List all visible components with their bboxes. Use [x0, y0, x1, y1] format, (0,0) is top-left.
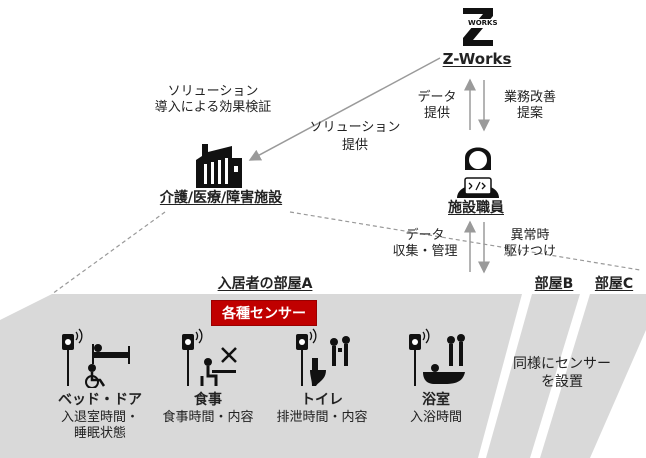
facility-label: 介護/医療/障害施設 — [159, 190, 283, 206]
other-rooms-note-line2: を設置 — [541, 373, 583, 390]
label-data-collect-line1: データ — [405, 228, 445, 243]
toilet-detail-line1: 排泄時間・内容 — [276, 410, 368, 425]
label-data-collect-line2: 収集・管理 — [392, 244, 458, 260]
logo-text: WORKS — [467, 19, 499, 28]
category-title-bath: 浴室 — [422, 392, 450, 408]
staff-label: 施設職員 — [448, 200, 504, 216]
category-detail-bed-door: 入退室時間・ 睡眠状態 — [61, 410, 139, 443]
category-detail-toilet: 排泄時間・内容 — [276, 410, 367, 426]
company-name: Z-Works — [442, 50, 512, 68]
bath-sensor-icon — [409, 328, 465, 386]
dashed-line-left — [51, 211, 166, 295]
label-provide-solution: ソリューション 提供 — [310, 120, 401, 155]
label-verification-line2: 導入による効果検証 — [154, 100, 272, 116]
label-provide-line1: ソリューション — [309, 120, 401, 135]
dashed-line-right — [289, 211, 641, 271]
room-b-title: 部屋B — [534, 276, 574, 292]
bed-door-sensor-icon — [62, 328, 130, 388]
staff-person-icon — [457, 147, 499, 198]
label-emergency-line1: 異常時 — [510, 228, 550, 243]
category-title-bed-door: ベッド・ドア — [58, 392, 142, 408]
room-a-area — [0, 294, 522, 458]
label-work-improvement: 業務改善 提案 — [504, 90, 556, 123]
arrow-zworks-to-facility — [248, 57, 441, 161]
meal-detail-line1: 食事時間・内容 — [162, 410, 254, 425]
room-c-title: 部屋C — [594, 276, 634, 292]
label-data-provide-line1: データ — [417, 90, 457, 105]
category-title-toilet: トイレ — [301, 392, 343, 408]
bath-detail-line1: 入浴時間 — [409, 410, 463, 425]
other-rooms-note: 同様にセンサー を設置 — [513, 356, 611, 391]
label-data-collect: データ 収集・管理 — [392, 228, 457, 261]
meal-sensor-icon — [182, 328, 237, 386]
label-emergency: 異常時 駆けつけ — [504, 228, 556, 261]
toilet-sensor-icon — [296, 328, 350, 386]
category-title-meal: 食事 — [194, 392, 222, 408]
label-provide-line2: 提供 — [341, 138, 368, 154]
room-b-area — [486, 294, 580, 458]
label-emergency-line2: 駆けつけ — [503, 244, 557, 260]
room-a-title: 入居者の部屋A — [217, 276, 313, 292]
category-detail-bath: 入浴時間 — [410, 410, 462, 426]
label-data-provide: データ 提供 — [417, 90, 456, 123]
label-data-provide-line2: 提供 — [423, 106, 451, 122]
label-verification-line1: ソリューション — [167, 84, 259, 99]
bed-door-detail-line2: 睡眠状態 — [73, 426, 127, 442]
category-detail-meal: 食事時間・内容 — [162, 410, 253, 426]
sensors-badge: 各種センサー — [211, 300, 317, 326]
other-rooms-note-line1: 同様にセンサー — [513, 356, 611, 372]
label-work-improvement-line1: 業務改善 — [503, 90, 557, 105]
z-works-logo: WORKS — [459, 4, 499, 50]
label-verification: ソリューション 導入による効果検証 — [155, 84, 272, 117]
bed-door-detail-line1: 入退室時間・ — [60, 410, 140, 425]
room-c-area — [540, 294, 646, 458]
label-work-improvement-line2: 提案 — [516, 106, 544, 122]
building-icon — [196, 144, 242, 188]
